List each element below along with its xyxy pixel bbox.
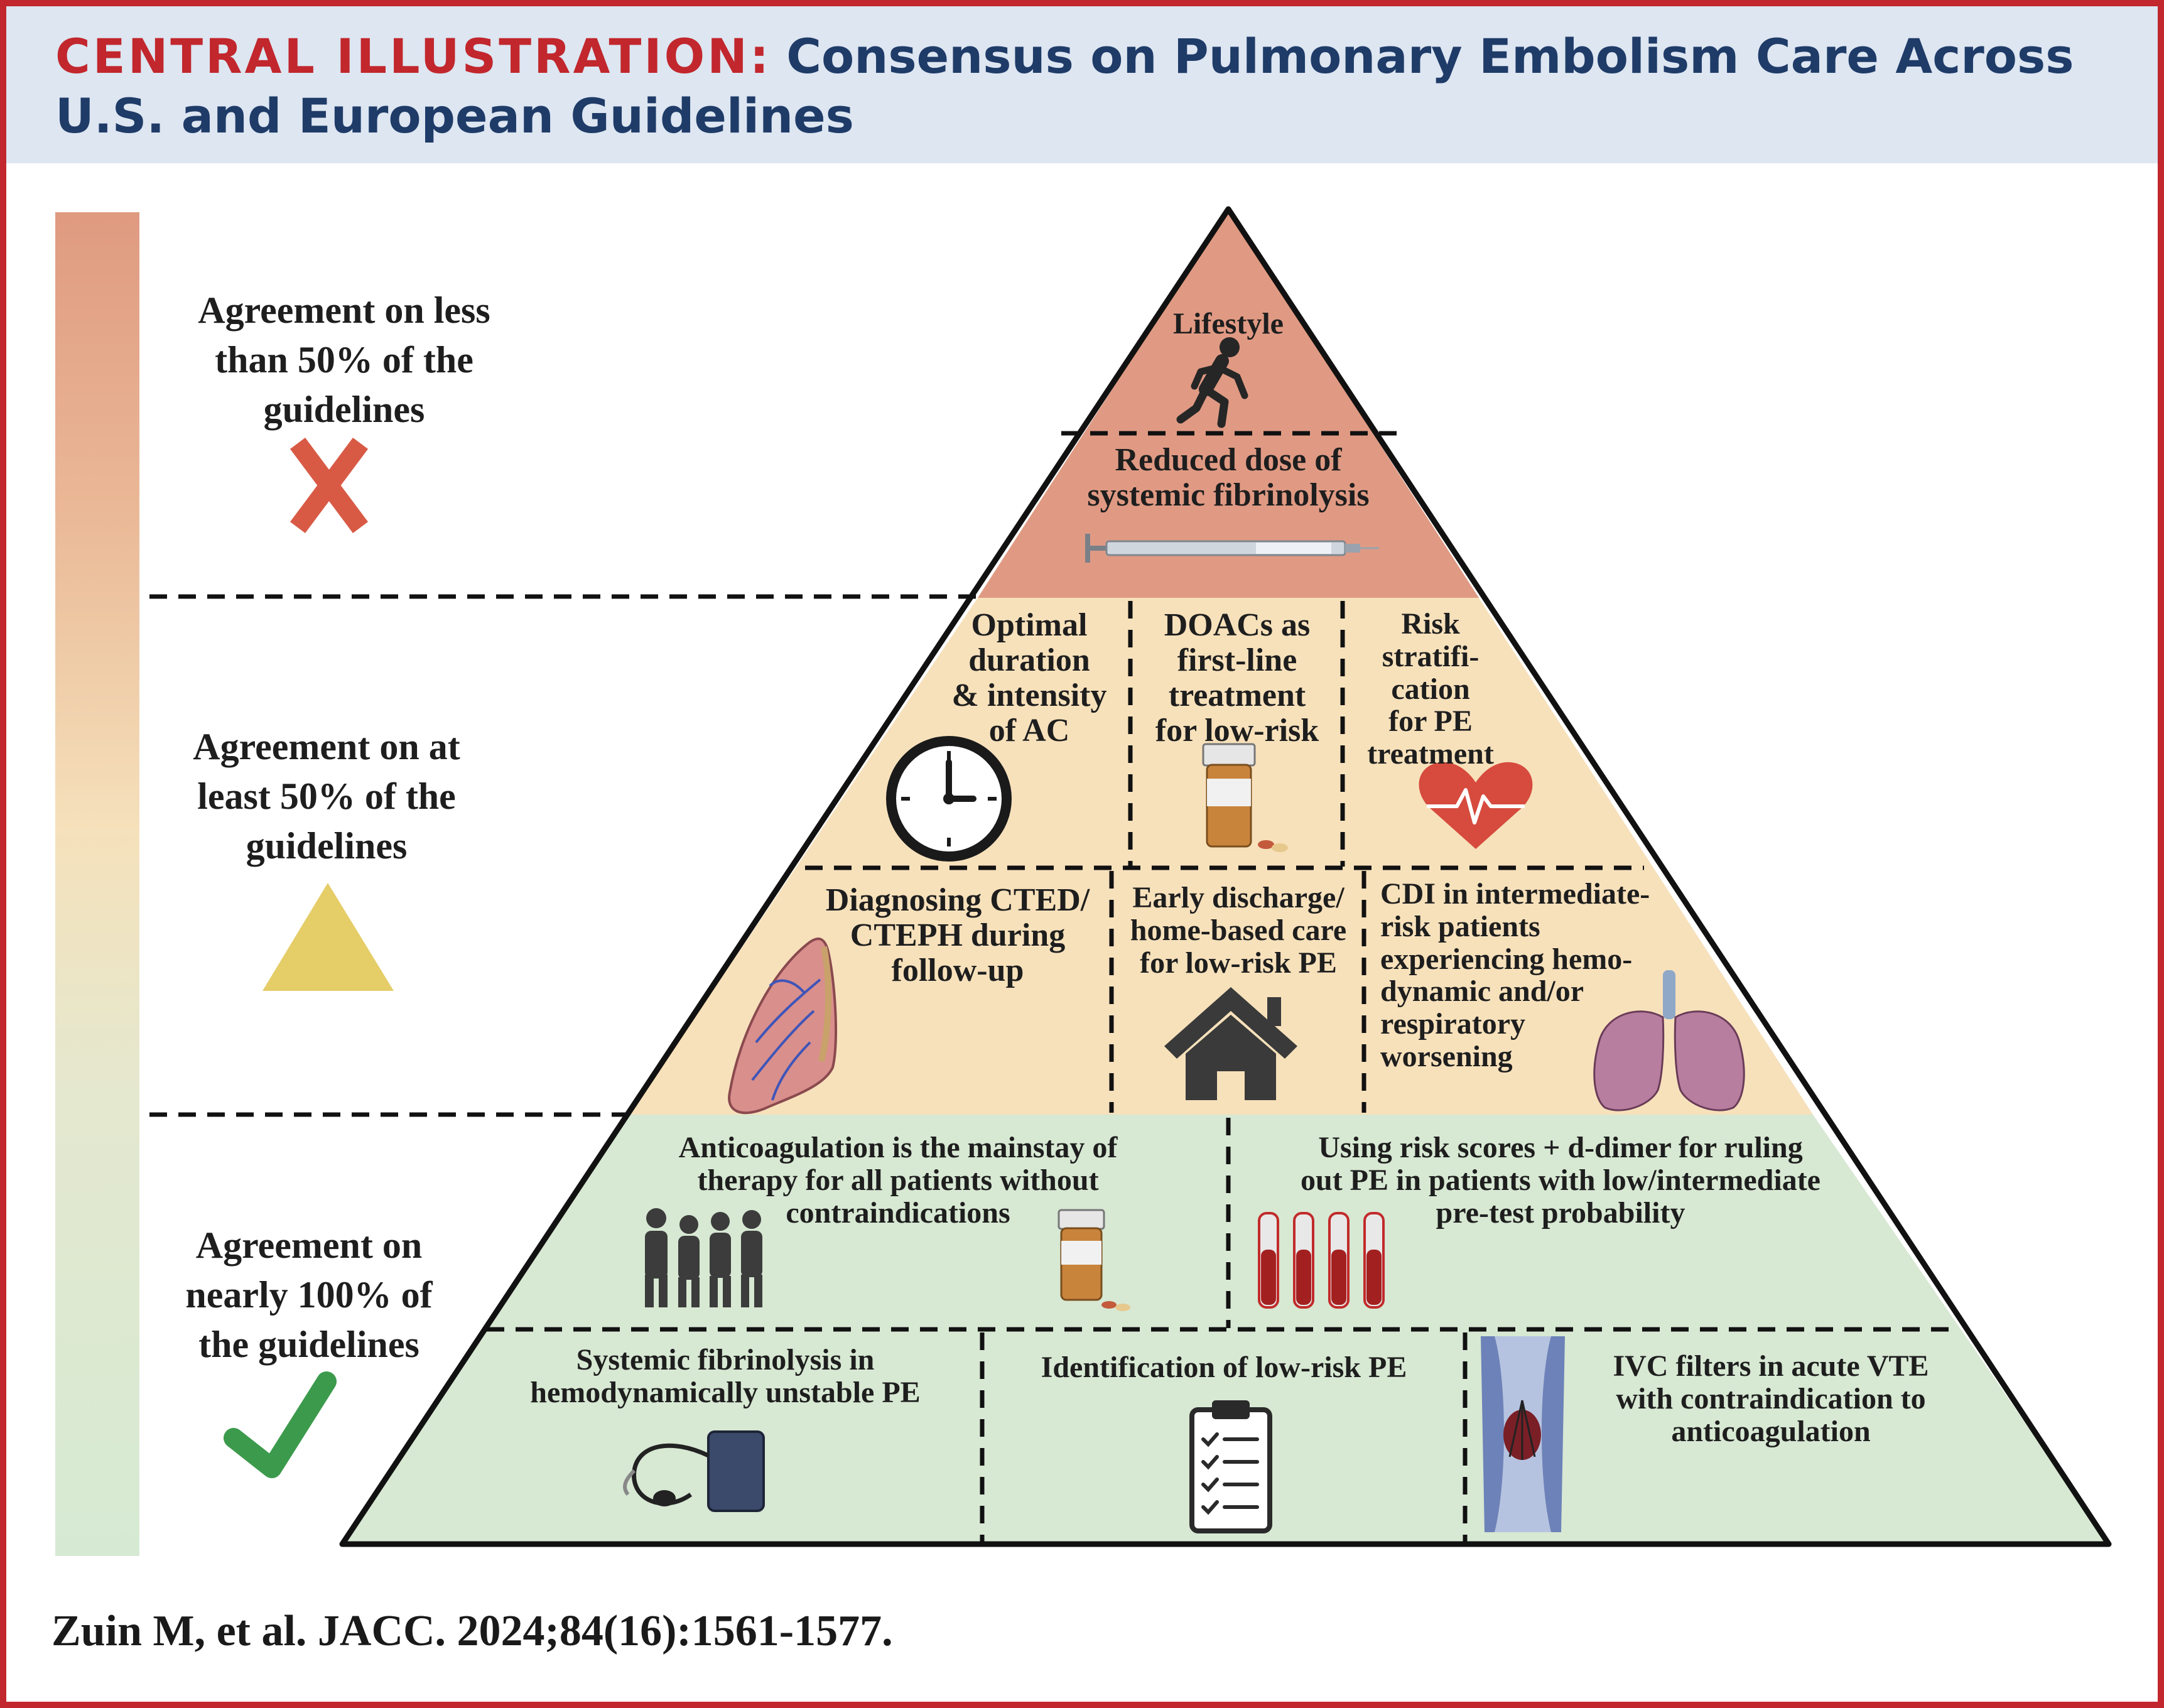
cell-reduced-dose-fibrinolysis: Reduced dose of systemic fibrinolysis [1040,442,1417,514]
cell-text: treatment [1367,737,1494,771]
legend-low-line: guidelines [263,389,425,431]
cell-text: for low-risk [1155,713,1319,749]
cell-text: pre-test probability [1436,1196,1685,1230]
cell-systemic-fibrinolysis-unstable: Systemic fibrinolysis in hemodynamically… [477,1344,973,1409]
cell-text: experiencing hemo- [1380,942,1633,976]
legend-mid-line: least 50% of the [197,776,456,818]
title-line-1: CENTRAL ILLUSTRATION:Consensus on Pulmon… [55,29,2074,84]
blood-pressure-cuff-icon [623,1430,765,1512]
cell-text: duration [968,642,1090,679]
cell-text: hemodynamically unstable PE [530,1375,921,1409]
cell-text: systemic fibrinolysis [1087,477,1370,514]
cell-text: CDI in intermediate- [1380,877,1650,911]
cell-text: for PE [1388,705,1473,738]
legend-mid-line: Agreement on at [193,726,460,767]
pyramid-outline [339,206,2112,1547]
legend-mid-agreement: Agreement on at least 50% of the guideli… [132,722,521,872]
blood-tubes-icon [1258,1212,1385,1309]
cell-text: treatment [1168,678,1306,714]
syringe-icon [1085,534,1379,563]
cell-text: out PE in patients with low/intermediate [1301,1163,1820,1197]
cell-text: Anticoagulation is the mainstay of [678,1131,1118,1164]
central-illustration-label: CENTRAL ILLUSTRATION: [55,28,772,84]
clock-icon [886,736,1012,862]
cell-diagnosing-cted-cteph: Diagnosing CTED/ CTEPH during follow-up [810,882,1105,989]
cell-text: follow-up [891,953,1024,989]
legend-high-agreement: Agreement on nearly 100% of the guidelin… [114,1221,504,1370]
cell-text: stratifi- [1382,639,1480,673]
cell-text: Optimal [971,607,1088,643]
pill-bottle-icon-2 [1058,1209,1130,1311]
cell-text: Diagnosing CTED/ [825,882,1090,918]
lungs-icon [1593,970,1745,1111]
cell-cdi-intermediate-risk: CDI in intermediate- risk patients exper… [1380,878,1675,1073]
cell-text: Early discharge/ [1132,881,1344,914]
check-mark-icon [224,1371,337,1478]
citation: Zuin M, et al. JACC. 2024;84(16):1561-15… [51,1607,893,1655]
cell-text: DOACs as [1164,607,1311,643]
cell-text: Identification of low-risk PE [1041,1351,1407,1384]
house-icon [1164,987,1297,1100]
heart-ecg-icon [1419,762,1533,849]
legend-high-line: nearly 100% of [185,1274,433,1316]
title-line-2: U.S. and European Guidelines [55,88,854,144]
cell-text: & intensity [951,678,1107,714]
cell-text: for low-risk PE [1140,946,1337,980]
cell-text: respiratory [1380,1007,1526,1041]
runner-icon [1176,337,1248,428]
cell-lifestyle: Lifestyle [1103,308,1354,340]
cell-early-discharge: Early discharge/ home-based care for low… [1115,882,1361,979]
cell-text: Risk [1401,607,1460,640]
ivc-filter-icon [1481,1336,1565,1532]
triangle-icon [262,883,394,991]
legend-high-line: the guidelines [198,1324,419,1366]
cell-text: anticoagulation [1671,1414,1871,1448]
pill-bottle-icon [1202,743,1288,852]
cell-text: risk patients [1380,909,1540,943]
cell-identification-low-risk: Identification of low-risk PE [988,1351,1459,1384]
cell-text: with contraindication to [1616,1381,1926,1415]
cell-text: Systemic fibrinolysis in [576,1343,875,1376]
legend-low-line: Agreement on less [198,289,490,331]
cell-text: first-line [1177,642,1297,679]
cell-text: dynamic and/or [1380,975,1584,1008]
cell-text: of AC [988,713,1070,749]
cell-text: cation [1391,672,1470,706]
cell-optimal-duration-ac: Optimal duration & intensity of AC [932,607,1127,749]
legend-low-line: than 50% of the [215,339,473,381]
pyramid-band-mid-agreement [629,598,1813,1115]
cell-text: Lifestyle [1173,307,1284,340]
cell-text: contraindications [786,1196,1010,1230]
cell-text: home-based care [1130,913,1347,947]
cell-text: worsening [1380,1040,1513,1074]
title-text: Consensus on Pulmonary Embolism Care Acr… [786,28,2074,84]
lung-icon [728,938,838,1115]
people-icon [645,1208,762,1307]
cell-anticoagulation-mainstay: Anticoagulation is the mainstay of thera… [603,1132,1193,1229]
legend-high-line: Agreement on [195,1224,423,1266]
cell-text: IVC filters in acute VTE [1613,1349,1929,1383]
dashed-dividers [149,431,1959,1542]
cell-text: CTEPH during [850,917,1066,954]
legend-low-agreement: Agreement on less than 50% of the guidel… [149,286,539,435]
legend-mid-line: guidelines [246,825,408,867]
x-mark-icon [289,438,369,533]
header: CENTRAL ILLUSTRATION:Consensus on Pulmon… [6,6,2158,163]
cell-risk-stratification: Risk stratifi- cation for PE treatment [1349,608,1512,770]
agreement-gradient-bar [55,212,139,1556]
cell-text: Using risk scores + d-dimer for ruling [1318,1131,1803,1164]
clipboard-checklist-icon [1189,1400,1272,1533]
cell-text: Reduced dose of [1115,442,1342,478]
cell-ivc-filters: IVC filters in acute VTE with contraindi… [1570,1350,1972,1447]
cell-text: therapy for all patients without [697,1163,1099,1197]
cell-doacs-first-line: DOACs as first-line treatment for low-ri… [1137,607,1338,749]
cell-risk-scores-d-dimer: Using risk scores + d-dimer for ruling o… [1231,1132,1890,1229]
